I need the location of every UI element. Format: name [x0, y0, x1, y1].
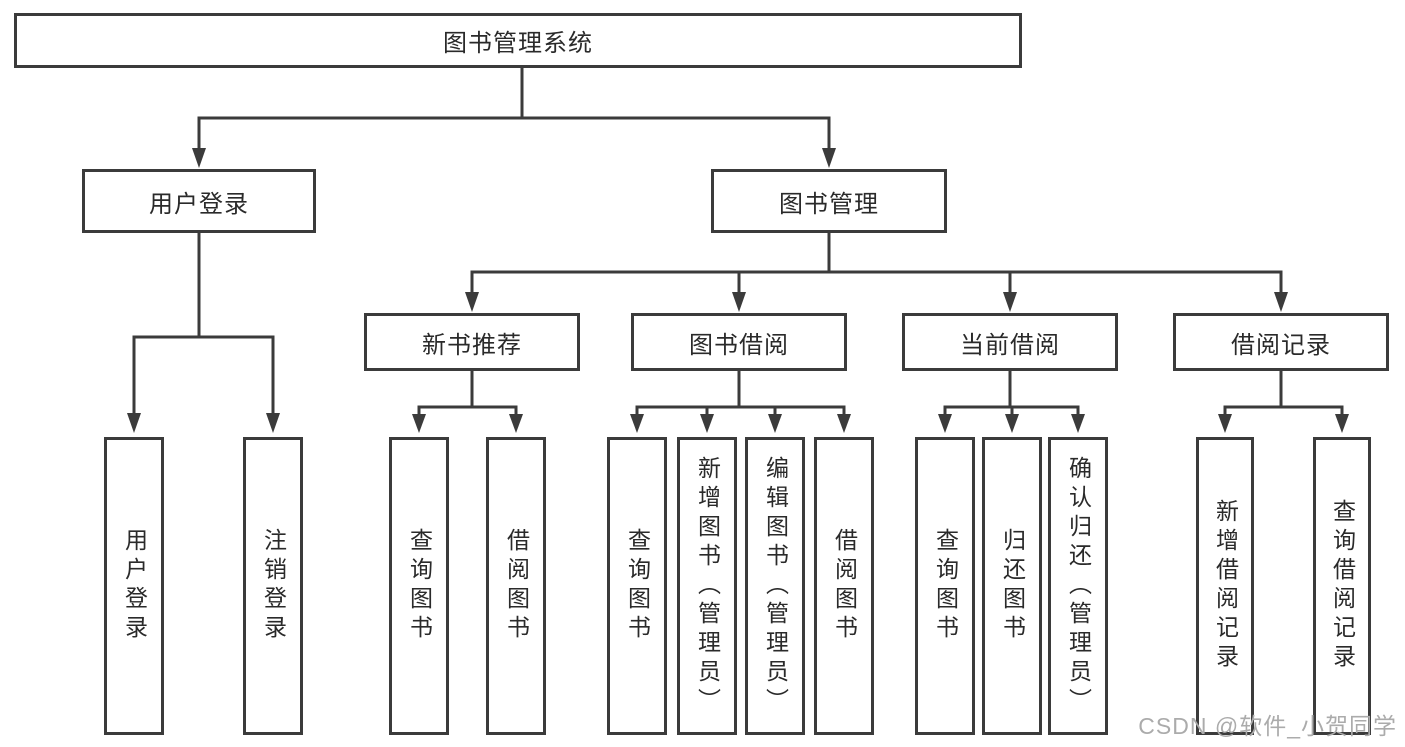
leaf-logout: 注销登录 [243, 437, 303, 735]
node-label: 编辑图书（管理员） [762, 455, 789, 717]
leaf-edit-books-admin: 编辑图书（管理员） [745, 437, 805, 735]
leaf-query-books-2: 查询图书 [607, 437, 667, 735]
node-label: 借阅图书 [831, 528, 858, 644]
node-label: 借阅记录 [1231, 331, 1331, 359]
leaf-borrow-books-2: 借阅图书 [814, 437, 874, 735]
node-book-borrowing: 图书借阅 [631, 313, 847, 371]
leaf-query-books-1: 查询图书 [389, 437, 449, 735]
node-label: 查询图书 [624, 528, 651, 644]
node-label: 图书管理系统 [443, 30, 593, 57]
leaf-query-borrow-record: 查询借阅记录 [1313, 437, 1371, 735]
leaf-user-login: 用户登录 [104, 437, 164, 735]
csdn-watermark: CSDN @软件_小贺同学 [1138, 713, 1397, 739]
connector-root-to-level2 [192, 68, 836, 168]
node-label: 新增借阅记录 [1212, 499, 1239, 673]
leaf-query-books-3: 查询图书 [915, 437, 975, 735]
node-label: 用户登录 [149, 190, 249, 218]
node-label: 当前借阅 [960, 331, 1060, 359]
connector-userlogin-to-children [127, 233, 280, 433]
node-label: 归还图书 [999, 528, 1026, 644]
leaf-borrow-books-1: 借阅图书 [486, 437, 546, 735]
leaf-add-borrow-record: 新增借阅记录 [1196, 437, 1254, 735]
connector-borrowrecords-to-children [1218, 371, 1349, 433]
node-label: 查询图书 [932, 528, 959, 644]
node-label: 用户登录 [121, 528, 148, 644]
node-borrowing-records: 借阅记录 [1173, 313, 1389, 371]
connector-bookborrow-to-children [630, 371, 851, 433]
node-label: 确认归还（管理员） [1065, 455, 1092, 717]
node-label: 借阅图书 [503, 528, 530, 644]
node-label: 注销登录 [260, 528, 287, 644]
node-current-borrowing: 当前借阅 [902, 313, 1118, 371]
node-label: 新增图书（管理员） [694, 455, 721, 717]
node-library-management-system: 图书管理系统 [14, 13, 1022, 68]
node-label: 图书借阅 [689, 331, 789, 359]
node-label: 图书管理 [779, 190, 879, 218]
node-label: 新书推荐 [422, 331, 522, 359]
leaf-confirm-return-admin: 确认归还（管理员） [1048, 437, 1108, 735]
connector-newbookrec-to-children [412, 371, 523, 433]
connector-bookmgmt-to-level3 [465, 233, 1288, 312]
leaf-return-books: 归还图书 [982, 437, 1042, 735]
node-book-management: 图书管理 [711, 169, 947, 233]
node-label: 查询图书 [406, 528, 433, 644]
connector-currentborrow-to-children [938, 371, 1085, 433]
node-new-book-recommendation: 新书推荐 [364, 313, 580, 371]
node-label: 查询借阅记录 [1329, 499, 1356, 673]
node-user-login: 用户登录 [82, 169, 316, 233]
leaf-add-books-admin: 新增图书（管理员） [677, 437, 737, 735]
